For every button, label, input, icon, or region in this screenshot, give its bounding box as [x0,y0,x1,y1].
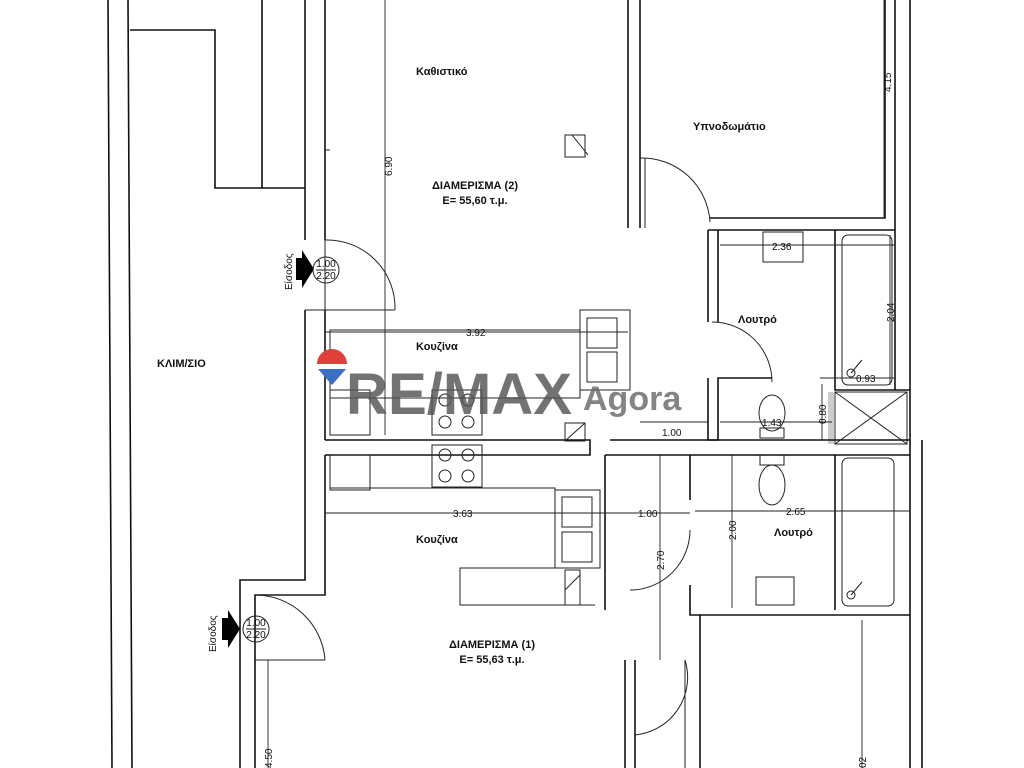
svg-text:2.70: 2.70 [656,550,667,570]
watermark-office: Agora [583,380,682,418]
balloon-logo-icon [317,349,347,364]
entrance-marker-upper: Είσοδος 1.00 2.20 [283,250,340,290]
watermark-brand: RE/MAX [346,362,572,427]
svg-text:4.15: 4.15 [883,72,894,92]
dimension-labels: 6.90 4.15 2.36 2.04 0.93 3.92 1.00 1.43 … [264,72,897,768]
svg-text:0.80: 0.80 [818,404,829,424]
svg-text:2.36: 2.36 [772,242,792,253]
entrance-width: 1.00 [246,618,266,629]
svg-text:6.90: 6.90 [384,156,395,176]
svg-text:1.00: 1.00 [662,428,682,439]
stove-burners [438,393,475,483]
svg-text:3.63: 3.63 [453,509,473,520]
room-label-bath-lower: Λουτρό [774,527,813,539]
svg-text:4.50: 4.50 [264,748,275,768]
svg-text:3.92: 3.92 [466,328,486,339]
room-label-bath-upper: Λουτρό [738,314,777,326]
dimension-lines [267,0,910,768]
svg-text:2.04: 2.04 [886,302,897,322]
apartment-2-area: Ε= 55,60 τ.μ. [442,195,507,207]
svg-text:1.00: 1.00 [638,509,658,520]
svg-text:2.00: 2.00 [728,520,739,540]
walls [107,0,923,768]
svg-text:02: 02 [858,756,869,768]
arrow-right-icon [222,610,240,648]
room-label-kitchen-lower: Κουζίνα [416,534,458,546]
arrow-right-icon [296,250,314,288]
entrance-width: 1.00 [316,259,336,270]
room-label-living: Καθιστικό [416,66,468,78]
svg-text:0.93: 0.93 [856,374,876,385]
apartment-1-name: ΔΙΑΜΕΡΙΣΜΑ (1) [449,639,535,651]
room-label-kitchen-upper: Κουζίνα [416,341,458,353]
room-label-stairwell: ΚΛΙΜ/ΣΙΟ [157,358,206,370]
svg-text:1.43: 1.43 [762,418,782,429]
entrance-label: Είσοδος [283,253,295,290]
entrance-height: 2.20 [246,630,266,641]
room-label-bedroom: Υπνοδωμάτιο [693,121,766,133]
remax-watermark: RE/MAX Agora [317,349,682,427]
entrance-height: 2.20 [316,271,336,282]
apartment-2-name: ΔΙΑΜΕΡΙΣΜΑ (2) [432,180,518,192]
entrance-label: Είσοδος [207,615,219,652]
svg-text:2.65: 2.65 [786,507,806,518]
entrance-marker-lower: Είσοδος 1.00 2.20 [207,610,270,652]
apartment-1-area: Ε= 55,63 τ.μ. [459,654,524,666]
